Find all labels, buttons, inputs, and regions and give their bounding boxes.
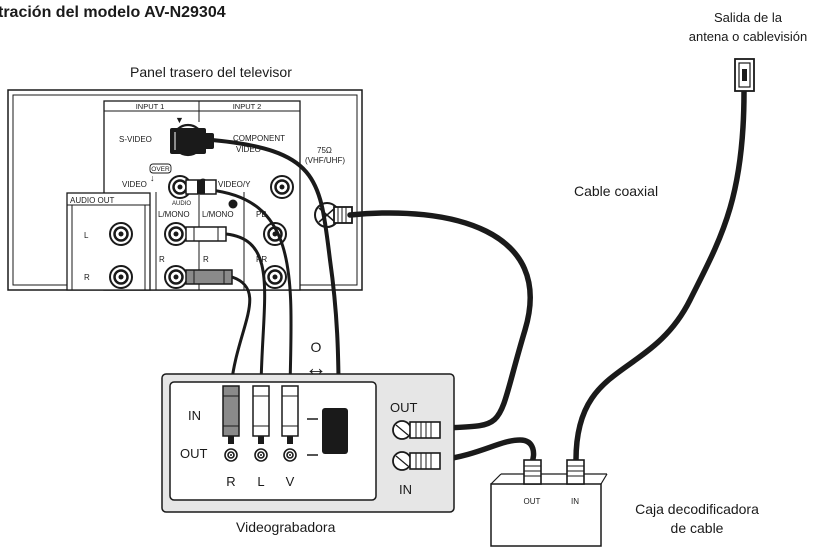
svideo-plug [170, 128, 214, 154]
component-video-label: VIDEO [236, 145, 261, 154]
cable-box-caption-line2: de cable [670, 520, 724, 536]
cable-box-out-label: OUT [524, 497, 541, 506]
arrow-down-icon: ↓ [150, 173, 155, 183]
r-input-jack [163, 264, 189, 290]
vcr-l-plug [252, 385, 270, 444]
vcr-svideo-plug [322, 408, 348, 454]
indicator-dot-2 [228, 199, 238, 209]
pb-label: PB [256, 210, 267, 219]
svideo-label: S-VIDEO [119, 135, 152, 144]
pr-input-jack [262, 264, 288, 290]
vcr-rf-out-label: OUT [390, 400, 418, 415]
antenna-caption-line1: Salida de la [714, 10, 782, 25]
video-y-label: VIDEO/Y [218, 180, 251, 189]
r1-label: R [159, 255, 165, 264]
vcr-l-label: L [257, 474, 264, 489]
vcr-v-out-jack [283, 448, 297, 462]
triangle-marker-icon: ▼ [175, 115, 184, 125]
cable-box-out-connector [523, 459, 542, 485]
audio-label: AUDIO [172, 201, 191, 207]
input1-label: INPUT 1 [136, 102, 165, 111]
page-title: tración del modelo AV-N29304 [0, 4, 226, 21]
video-label: VIDEO [122, 180, 147, 189]
r2-label: R [203, 255, 209, 264]
vcr-r-label: R [226, 474, 235, 489]
vcr-rf-in-label: IN [399, 482, 412, 497]
audio-out-l-label: L [84, 231, 89, 240]
r-plug [185, 269, 233, 285]
antenna-wall-outlet [734, 58, 755, 92]
cable-box-caption: Caja decodificadora de cable [612, 500, 782, 538]
vcr-caption: Videograbadora [236, 519, 336, 535]
video-plug [185, 179, 217, 195]
vcr-rf-out-connector [392, 420, 441, 440]
antenna-caption: Salida de la antena o cablevisión [668, 8, 828, 46]
vcr-v-label: V [286, 474, 295, 489]
y-input-jack [269, 174, 295, 200]
audio-out-r-label: R [84, 273, 90, 282]
cable-box-device [490, 473, 608, 547]
vcr-r-plug [222, 385, 240, 444]
lmono2-label: L/MONO [202, 210, 234, 219]
vcr-out-label: OUT [180, 446, 208, 461]
component-label: COMPONENT [233, 134, 285, 143]
antenna-ohm-label: 75Ω [317, 146, 332, 155]
vcr-r-out-jack [224, 448, 238, 462]
lmono-input-jack [163, 221, 189, 247]
vcr-rf-in-connector [392, 451, 441, 471]
or-label: O [311, 339, 322, 355]
lmono-plug [185, 226, 227, 242]
antenna-band-label: (VHF/UHF) [305, 156, 345, 165]
cable-box-in-label: IN [571, 497, 579, 506]
audio-out-r-jack [108, 264, 134, 290]
antenna-caption-line2: antena o cablevisión [688, 29, 808, 44]
lmono1-label: L/MONO [158, 210, 190, 219]
cable-box-in-connector [566, 459, 585, 485]
over-label: OVER [151, 166, 170, 173]
vcr-l-out-jack [254, 448, 268, 462]
audio-out-l-jack [108, 221, 134, 247]
input2-label: INPUT 2 [233, 102, 262, 111]
cable-box-caption-line1: Caja decodificadora [635, 501, 759, 517]
audio-out-label: AUDIO OUT [70, 196, 115, 205]
vcr-in-label: IN [188, 408, 201, 423]
coax-cable-label: Cable coaxial [574, 183, 659, 199]
tv-panel-caption: Panel trasero del televisor [130, 64, 292, 80]
vcr-v-plug [281, 385, 299, 444]
